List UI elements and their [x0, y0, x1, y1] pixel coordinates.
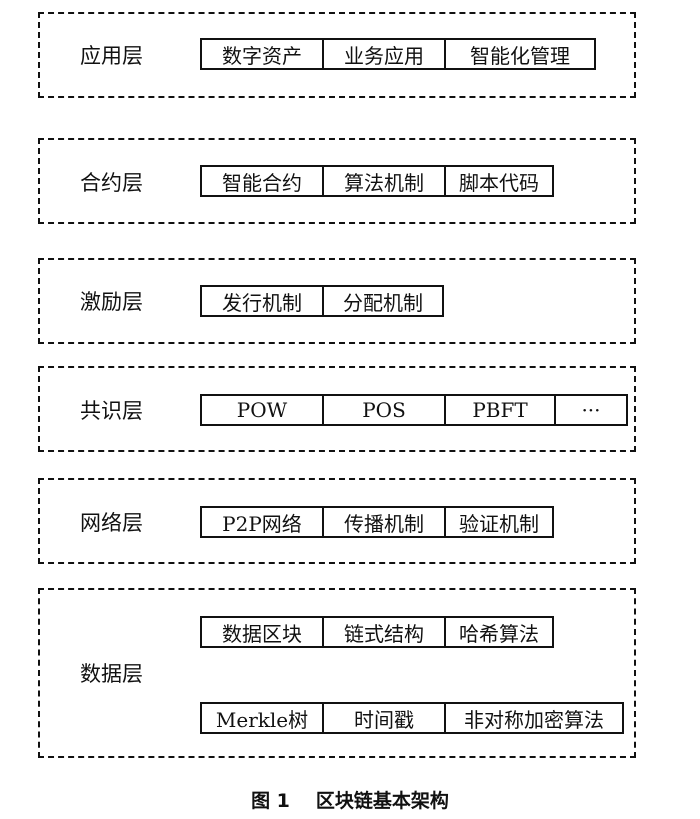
- component-box: 智能合约: [200, 165, 324, 197]
- component-box: 算法机制: [322, 165, 446, 197]
- component-box: P2P网络: [200, 506, 324, 538]
- layer-contract: 合约层 智能合约 算法机制 脚本代码: [38, 138, 636, 224]
- layer-label: 应用层: [80, 44, 143, 68]
- component-row: 智能合约 算法机制 脚本代码: [200, 165, 554, 197]
- layer-label: 共识层: [80, 399, 143, 423]
- component-box: 发行机制: [200, 285, 324, 317]
- layer-data: 数据层 数据区块 链式结构 哈希算法 Merkle树 时间戳 非对称加密算法: [38, 588, 636, 758]
- component-box: 验证机制: [444, 506, 554, 538]
- component-box: 链式结构: [322, 616, 446, 648]
- component-box: 哈希算法: [444, 616, 554, 648]
- component-box: 时间戳: [322, 702, 446, 734]
- figure-title: 区块链基本架构: [315, 790, 449, 812]
- component-box: 业务应用: [322, 38, 446, 70]
- component-row: Merkle树 时间戳 非对称加密算法: [200, 702, 624, 734]
- layer-label: 网络层: [80, 511, 143, 535]
- component-box: 智能化管理: [444, 38, 596, 70]
- component-row: 数据区块 链式结构 哈希算法: [200, 616, 554, 648]
- layer-label: 激励层: [80, 290, 143, 314]
- figure-caption: 图 1 区块链基本架构: [0, 786, 700, 813]
- component-row: 发行机制 分配机制: [200, 285, 444, 317]
- figure-number: 图 1: [251, 790, 290, 812]
- component-box: POW: [200, 394, 324, 426]
- layer-consensus: 共识层 POW POS PBFT ···: [38, 366, 636, 452]
- layer-label: 数据层: [80, 662, 143, 686]
- component-row: P2P网络 传播机制 验证机制: [200, 506, 554, 538]
- component-box: 传播机制: [322, 506, 446, 538]
- layer-network: 网络层 P2P网络 传播机制 验证机制: [38, 478, 636, 564]
- component-box: 数据区块: [200, 616, 324, 648]
- component-box: PBFT: [444, 394, 556, 426]
- component-row: 数字资产 业务应用 智能化管理: [200, 38, 596, 70]
- component-row: POW POS PBFT ···: [200, 394, 628, 426]
- component-box: POS: [322, 394, 446, 426]
- component-box: 非对称加密算法: [444, 702, 624, 734]
- component-box: 分配机制: [322, 285, 444, 317]
- component-box: 脚本代码: [444, 165, 554, 197]
- component-box: Merkle树: [200, 702, 324, 734]
- component-box: 数字资产: [200, 38, 324, 70]
- layer-label: 合约层: [80, 171, 143, 195]
- layer-incentive: 激励层 发行机制 分配机制: [38, 258, 636, 344]
- layer-application: 应用层 数字资产 业务应用 智能化管理: [38, 12, 636, 98]
- component-box: ···: [554, 394, 628, 426]
